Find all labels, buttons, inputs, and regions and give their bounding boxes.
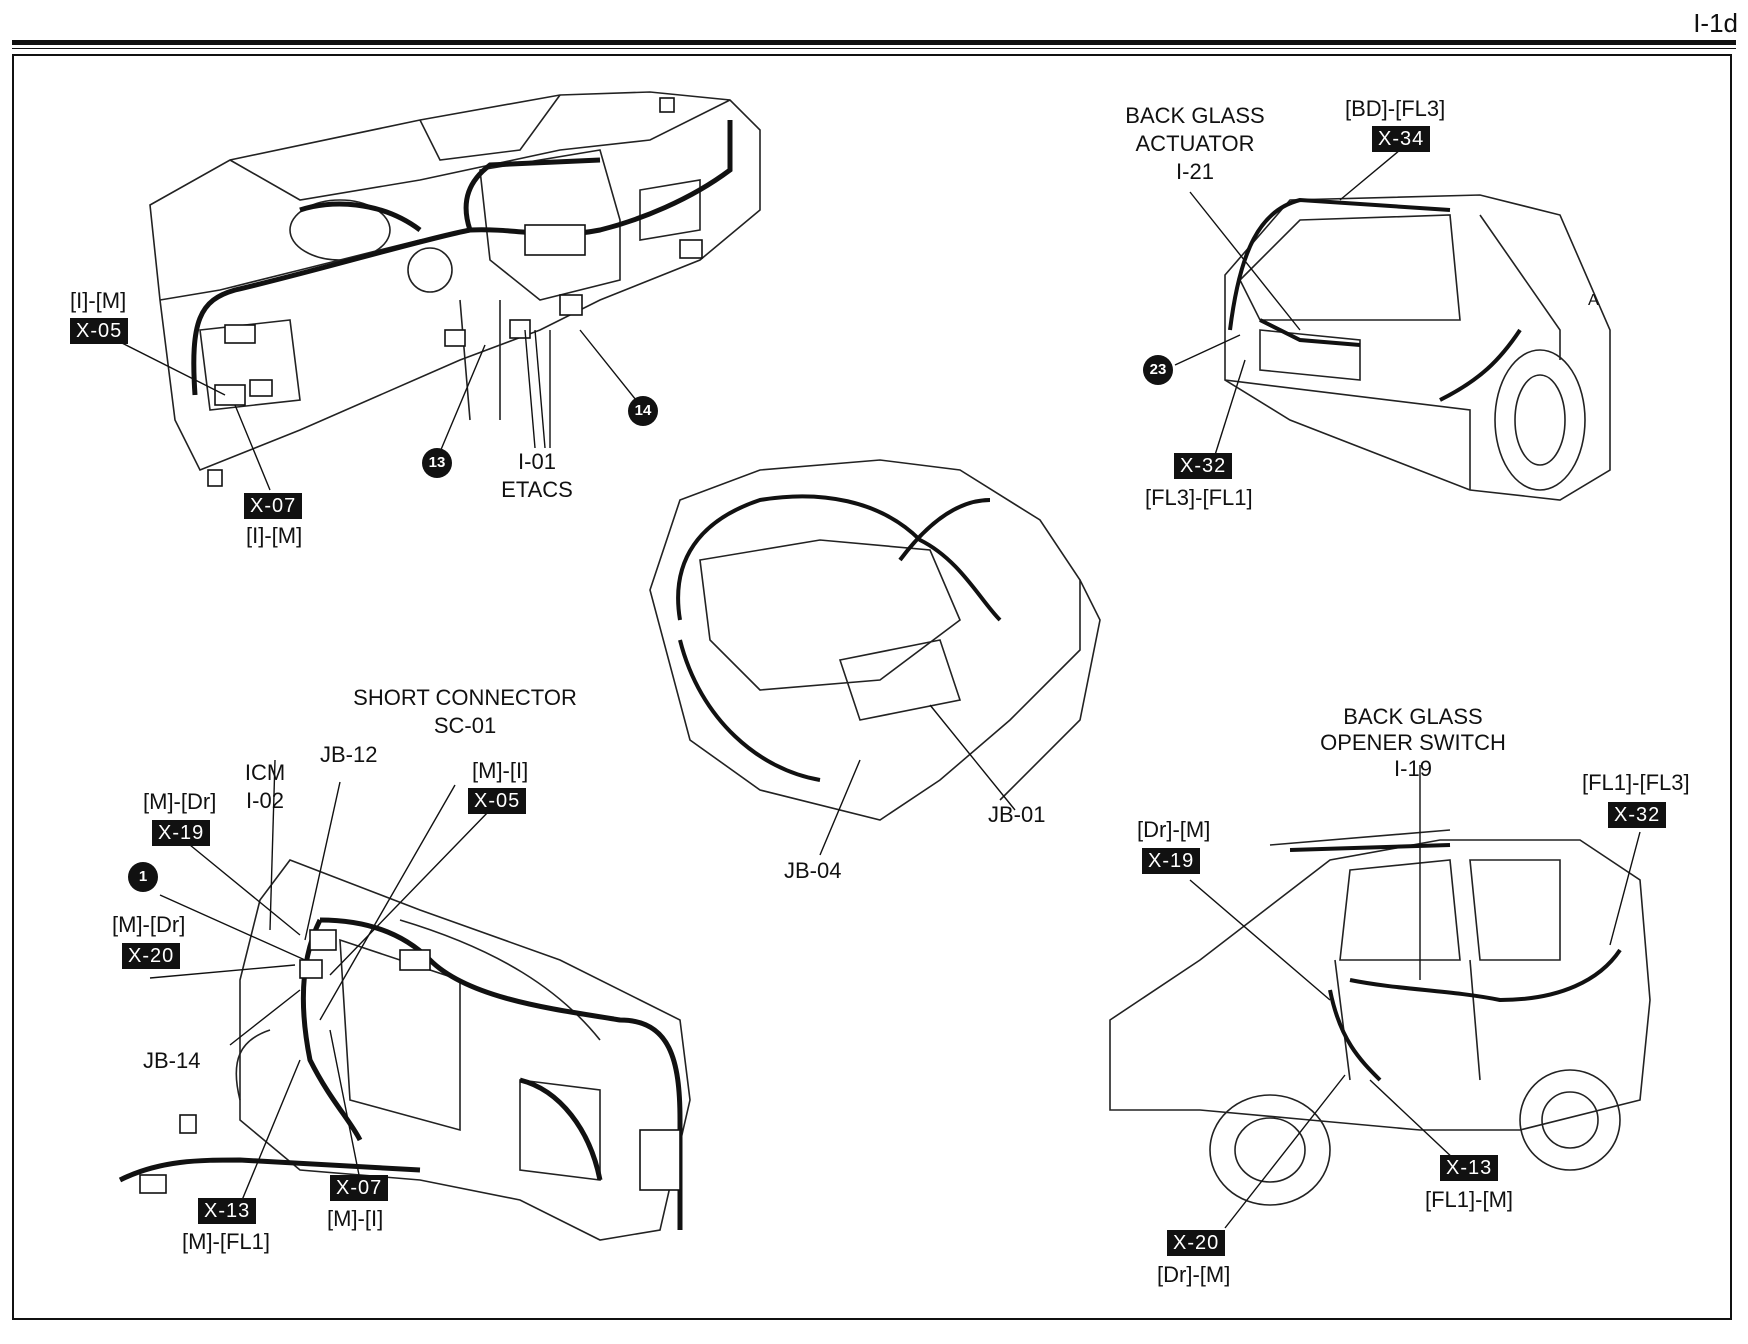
back-glass-actuator-id: I-21 xyxy=(1176,159,1214,184)
dash-x07-code: [I]-[M] xyxy=(246,523,303,548)
side-x13-tag: X-13 xyxy=(1440,1155,1499,1181)
dash-x07-tag: X-07 xyxy=(244,493,303,519)
int-x05-tag: X-05 xyxy=(468,788,527,814)
rear-leaders xyxy=(1174,149,1401,456)
point-1-marker: 1 xyxy=(128,862,158,892)
icm-id: I-02 xyxy=(246,788,284,813)
rear-x34-tag: X-34 xyxy=(1372,126,1431,152)
int-x13-tag: X-13 xyxy=(198,1198,257,1224)
dash-x05-tag: X-05 xyxy=(70,318,129,344)
etacs-name: ETACS xyxy=(501,477,573,502)
int-x19-code: [M]-[Dr] xyxy=(143,789,217,814)
dash-x05-code: [I]-[M] xyxy=(70,288,127,313)
jb04-label: JB-04 xyxy=(784,858,842,883)
interior-illustration xyxy=(235,859,691,1241)
side-leaders xyxy=(1189,765,1641,1229)
int-x07-tag: X-07 xyxy=(330,1175,389,1201)
side-x32-tag: X-32 xyxy=(1608,802,1667,828)
short-connector-line1: SHORT CONNECTOR xyxy=(353,685,577,710)
dashboard-leaders xyxy=(119,329,641,491)
int-x05-code: [M]-[I] xyxy=(472,758,529,783)
rear-vehicle-illustration xyxy=(1224,194,1611,501)
rear-x32-code: [FL3]-[FL1] xyxy=(1145,485,1253,510)
point-13-marker: 13 xyxy=(422,448,452,478)
etacs-id: I-01 xyxy=(518,449,556,474)
int-x07-code: [M]-[I] xyxy=(327,1206,384,1231)
page-id: I-1d xyxy=(1693,8,1738,38)
int-x20-tag: X-20 xyxy=(122,943,181,969)
rear-x34-code: [BD]-[FL3] xyxy=(1345,96,1446,121)
opener-switch-id: I-19 xyxy=(1394,756,1432,781)
header-rule xyxy=(12,40,1736,45)
int-x13-code: [M]-[FL1] xyxy=(182,1229,271,1254)
opener-switch-line2: OPENER SWITCH xyxy=(1320,730,1506,755)
interior-connectors xyxy=(139,929,681,1194)
dashboard-illustration xyxy=(149,91,761,472)
side-x19-code: [Dr]-[M] xyxy=(1137,817,1211,842)
jb01-label: JB-01 xyxy=(988,802,1046,827)
side-x20-code: [Dr]-[M] xyxy=(1157,1262,1231,1287)
interior-leaders xyxy=(149,759,491,1206)
engine-leaders xyxy=(819,704,1016,856)
int-x19-tag: X-19 xyxy=(152,820,211,846)
interior-harness xyxy=(118,917,683,1230)
diagram-frame xyxy=(12,54,1732,1320)
engine-bay-illustration xyxy=(649,459,1101,821)
rear-harness xyxy=(1228,197,1522,402)
side-x13-code: [FL1]-[M] xyxy=(1425,1187,1514,1212)
side-harness xyxy=(1289,843,1622,1082)
header-rule-thin xyxy=(12,48,1736,49)
marker-a: A xyxy=(1588,292,1599,309)
opener-switch-line1: BACK GLASS xyxy=(1343,704,1483,729)
side-vehicle-illustration xyxy=(1109,829,1651,1206)
side-x20-tag: X-20 xyxy=(1167,1230,1226,1256)
point-23-marker: 23 xyxy=(1143,355,1173,385)
rear-x32-tag: X-32 xyxy=(1174,453,1233,479)
back-glass-actuator-line2: ACTUATOR xyxy=(1135,131,1255,156)
jb14-label: JB-14 xyxy=(143,1048,201,1073)
dashboard-connectors xyxy=(207,97,703,487)
icm-name: ICM xyxy=(244,760,286,785)
side-x32-code: [FL1]-[FL3] xyxy=(1582,770,1690,795)
jb12-label: JB-12 xyxy=(320,742,378,767)
engine-harness xyxy=(676,494,1002,782)
dashboard-harness xyxy=(191,120,733,396)
int-x20-code: [M]-[Dr] xyxy=(112,912,186,937)
side-x19-tag: X-19 xyxy=(1142,848,1201,874)
back-glass-actuator-line1: BACK GLASS xyxy=(1125,103,1265,128)
short-connector-id: SC-01 xyxy=(433,713,497,738)
point-14-marker: 14 xyxy=(628,396,658,426)
